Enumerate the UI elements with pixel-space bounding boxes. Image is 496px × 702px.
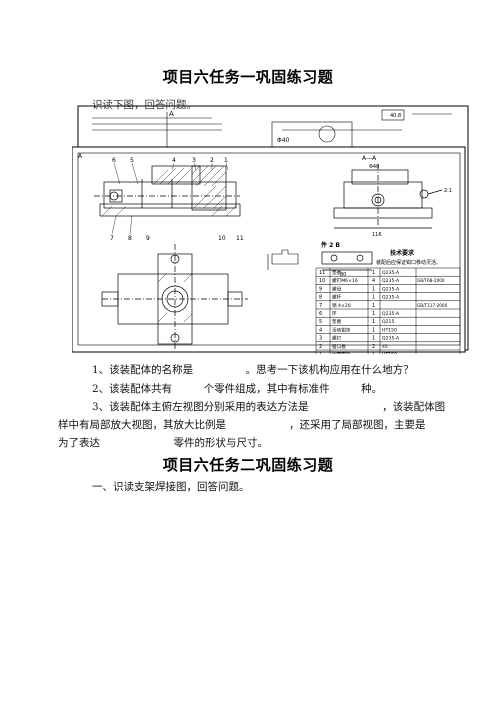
intro-text: 识读下图，回答问题。 (92, 99, 197, 111)
question-3-line-1: 3、该装配体主俯左视图分别采用的表达方法是 ，该装配体图 (92, 401, 446, 413)
bom-cell-no: 11 (319, 270, 325, 276)
page-title-2: 项目六任务二巩固练习题 (162, 456, 334, 474)
svg-text:Φ40: Φ40 (277, 137, 290, 144)
tech-req-text: 装配后应保证钳口移动灵活。 (376, 259, 441, 266)
bom-cell-material: HT150 (382, 352, 397, 354)
bom-cell-name: 环 (332, 311, 337, 317)
intro-text-2: 一、识读支架焊接图，回答问题。 (92, 481, 250, 493)
bom-cell-no: 3 (319, 336, 322, 342)
bom-cell-no: 10 (319, 278, 325, 284)
svg-text:11: 11 (236, 235, 244, 242)
question-2: 2、该装配体共有 个零件组成，其中有标准件 种。 (92, 383, 383, 395)
bom-cell-material: Q235-A (382, 286, 400, 292)
bom-cell-no: 7 (319, 303, 322, 309)
bom-cell-no: 8 (319, 295, 322, 301)
bom-cell-no: 6 (319, 311, 322, 317)
bom-cell-name: 垫圈 (332, 269, 342, 276)
bom-cell-qty: 1 (372, 319, 375, 325)
svg-text:7: 7 (110, 235, 114, 242)
bom-cell-material: HT150 (382, 327, 397, 333)
question-1: 1、该装配体的名称是 。思考一下该机构应用在什么地方？ (92, 364, 414, 376)
bom-cell-qty: 1 (372, 311, 375, 317)
bom-cell-name: 螺杆 (332, 294, 342, 301)
bom-cell-qty: 2 (372, 344, 375, 350)
bom-cell-name: 活动钳身 (332, 326, 351, 333)
svg-text:6: 6 (112, 157, 116, 164)
svg-text:Φ40: Φ40 (369, 164, 379, 170)
bom-cell-material: Q235-A (382, 270, 400, 276)
svg-text:2: 2 (210, 157, 214, 164)
bom-cell-no: 4 (319, 327, 322, 333)
bom-cell-name: 螺钉 (332, 335, 342, 342)
svg-text:80: 80 (340, 272, 346, 278)
bom-cell-qty: 1 (372, 303, 375, 309)
bom-cell-note: GB/T68-2000 (417, 278, 445, 283)
bom-cell-qty: 1 (372, 352, 375, 354)
svg-text:116: 116 (372, 232, 382, 238)
svg-text:9: 9 (146, 235, 150, 242)
question-3-line-2: 样中有局部放大视图，其放大比例是 ，还采用了局部视图，主要是 (58, 419, 426, 431)
bom-cell-qty: 1 (372, 270, 375, 276)
bom-cell-name: 垫圈 (332, 318, 342, 325)
section-label-aa: A—A (362, 155, 377, 162)
svg-text:8: 8 (128, 235, 132, 242)
bom-cell-no: 5 (319, 319, 322, 325)
svg-text:5: 5 (130, 157, 134, 164)
part-2-label: 件 2 B (321, 241, 340, 249)
bom-cell-material: Q235-A (382, 336, 400, 342)
bom-cell-qty: 4 (372, 278, 375, 284)
bom-cell-qty: 1 (372, 295, 375, 301)
bom-cell-qty: 1 (372, 336, 375, 342)
svg-text:40.8: 40.8 (390, 113, 401, 119)
svg-text:4: 4 (172, 157, 176, 164)
question-3-line-3: 为了表达 零件的形状与尺寸。 (58, 437, 268, 449)
bom-cell-note: GB/T117-2000 (417, 303, 448, 308)
page-title-1: 项目六任务一巩固练习题 (162, 68, 334, 86)
bom-cell-no: 1 (319, 352, 322, 354)
bom-cell-name: 固定钳身 (332, 351, 351, 354)
svg-text:2:1: 2:1 (444, 188, 452, 194)
bom-cell-qty: 1 (372, 327, 375, 333)
bom-cell-no: 2 (319, 344, 322, 350)
bom-cell-name: 螺母 (332, 285, 342, 292)
bom-cell-material: 45 (382, 344, 388, 350)
bom-cell-material: Q235-A (382, 278, 400, 284)
svg-text:3: 3 (192, 157, 196, 164)
svg-text:1: 1 (224, 157, 228, 164)
tech-req-title: 技术要求 (390, 249, 415, 257)
svg-text:A: A (169, 110, 174, 118)
bom-cell-name: 销 4×20 (332, 302, 351, 309)
svg-text:10: 10 (218, 235, 226, 242)
svg-text:A: A (78, 153, 83, 160)
bom-cell-material: Q235-A (382, 295, 400, 301)
bom-cell-name: 钳口板 (332, 343, 346, 350)
bom-cell-name: 螺钉M6×16 (332, 277, 358, 284)
bom-cell-no: 9 (319, 286, 322, 292)
bom-cell-material: Q215 (382, 319, 394, 325)
bom-cell-material: Q235-A (382, 311, 400, 317)
bom-cell-qty: 1 (372, 286, 375, 292)
